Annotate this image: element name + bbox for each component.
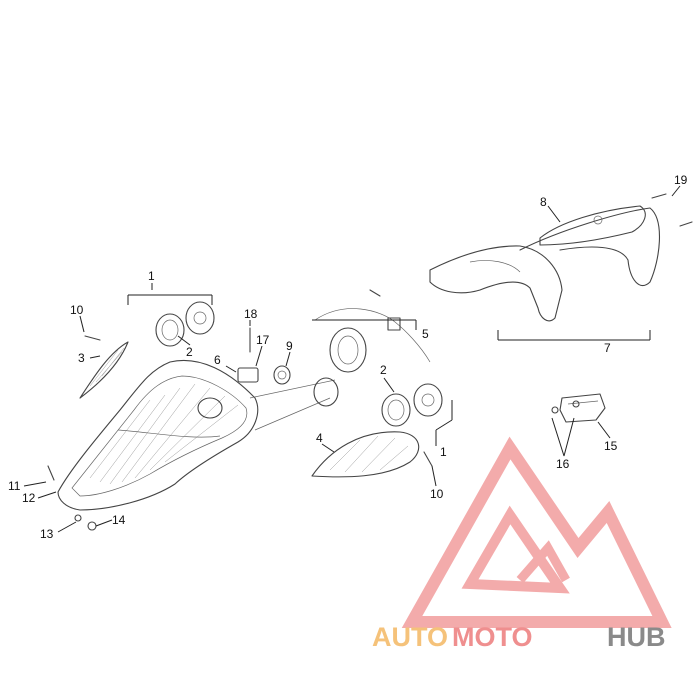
screw-16: [551, 400, 580, 414]
screw-13-14: [74, 514, 97, 531]
callout-9: 9: [286, 339, 293, 353]
callout-12: 12: [22, 491, 36, 505]
callout-1-left: 1: [148, 269, 155, 283]
callout-19: 19: [674, 173, 688, 187]
right-reflector: [311, 431, 420, 478]
watermark-moto: MOTO: [452, 622, 533, 652]
callout-16: 16: [556, 457, 570, 471]
plate-light-15: [559, 393, 606, 423]
callout-13: 13: [40, 527, 54, 541]
screw-10-left: [84, 335, 101, 341]
front-fairing: [57, 359, 336, 511]
watermark-auto: AUTO: [372, 622, 448, 652]
callout-17: 17: [256, 333, 270, 347]
headlight-bulb-assembly: [313, 289, 431, 407]
callout-18: 18: [244, 307, 258, 321]
callout-10-left: 10: [70, 303, 84, 317]
watermark-logo: [401, 436, 672, 628]
grommet-9: [273, 365, 291, 385]
callout-11: 11: [8, 479, 21, 493]
mount-clip-17: [237, 367, 259, 383]
leader-lines: [23, 185, 681, 533]
screw-10-right: [423, 451, 433, 467]
left-lamp-assembly: [155, 301, 215, 347]
callout-15: 15: [604, 439, 618, 453]
callout-6: 6: [214, 353, 221, 367]
callout-5: 5: [422, 327, 429, 341]
callout-2-right: 2: [380, 363, 387, 377]
callout-14: 14: [112, 513, 126, 527]
rear-fender: [429, 207, 660, 322]
callout-10-right: 10: [430, 487, 444, 501]
screw-11: [47, 465, 55, 481]
watermark-hub: HUB: [607, 622, 666, 652]
right-lamp-assembly: [381, 383, 443, 427]
callout-7: 7: [604, 341, 611, 355]
watermark-text: AUTO MOTO HUB: [372, 622, 666, 652]
rear-cover-8: [539, 205, 646, 246]
callout-8: 8: [540, 195, 547, 209]
callout-2-left: 2: [186, 345, 193, 359]
callout-3: 3: [78, 351, 85, 365]
callout-labels: 1 2 3 4 5 6 7 8 9 10 11 12 13 14 15 16 1…: [8, 173, 688, 541]
callout-1-right: 1: [440, 445, 447, 459]
left-reflector: [79, 341, 129, 399]
screw-19: [651, 193, 693, 227]
callout-4: 4: [316, 431, 323, 445]
